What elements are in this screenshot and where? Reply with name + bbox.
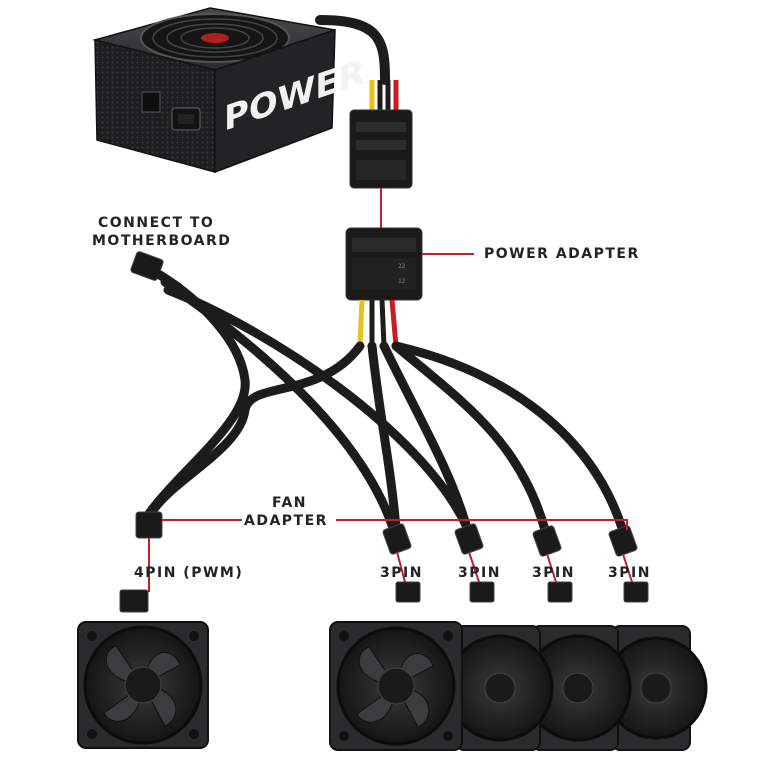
fan2-connector <box>454 523 484 555</box>
cable-fan3 <box>391 341 550 535</box>
fan1-connector <box>382 523 412 555</box>
sleeved-cables <box>143 270 627 535</box>
pwm-connector <box>135 511 163 539</box>
psu-cable <box>315 15 390 85</box>
cable-fan2 <box>379 341 471 530</box>
cable-mb-2 <box>163 285 471 530</box>
fan1-pin-label: 3PIN <box>380 565 423 581</box>
fan4-connector <box>608 525 638 557</box>
psu-molex-wires <box>369 80 399 112</box>
power-adapter-connector: 22 12 <box>345 227 423 301</box>
fan-3pin-1 <box>329 621 463 751</box>
fan4-pin-label: 3PIN <box>608 565 651 581</box>
cable-fan4 <box>391 341 627 533</box>
fan-pwm <box>77 621 209 749</box>
fan-3pin-2 <box>446 625 554 751</box>
psu-molex-connector <box>349 109 413 189</box>
motherboard-label: MOTHERBOARD <box>92 233 232 249</box>
fan-adapter-connectors <box>135 511 638 557</box>
power-adapter-label: POWER ADAPTER <box>484 246 640 262</box>
fan3-pin-label: 3PIN <box>532 565 575 581</box>
pwm-pin-label: 4PIN (PWM) <box>134 565 244 581</box>
fan-3pin-4 <box>604 625 708 751</box>
cable-power-pwm <box>145 341 365 520</box>
fan-3pin-3 <box>524 625 632 751</box>
fan2-pin-label: 3PIN <box>458 565 501 581</box>
svg-text:12: 12 <box>398 278 406 285</box>
fan-adapter-leaders <box>148 519 633 592</box>
cable-pwm <box>143 270 250 520</box>
fan-plugs <box>119 581 649 613</box>
power-supply-unit: POWER <box>92 7 365 174</box>
svg-text:22: 22 <box>398 263 406 270</box>
fan3-connector <box>532 525 562 557</box>
cable-fan1 <box>367 341 401 533</box>
connect-to-label: CONNECT TO <box>98 215 215 231</box>
adapter-output-wires <box>357 299 399 347</box>
fan-label: FAN <box>272 495 308 511</box>
fan-adapter-label: ADAPTER <box>244 513 328 529</box>
